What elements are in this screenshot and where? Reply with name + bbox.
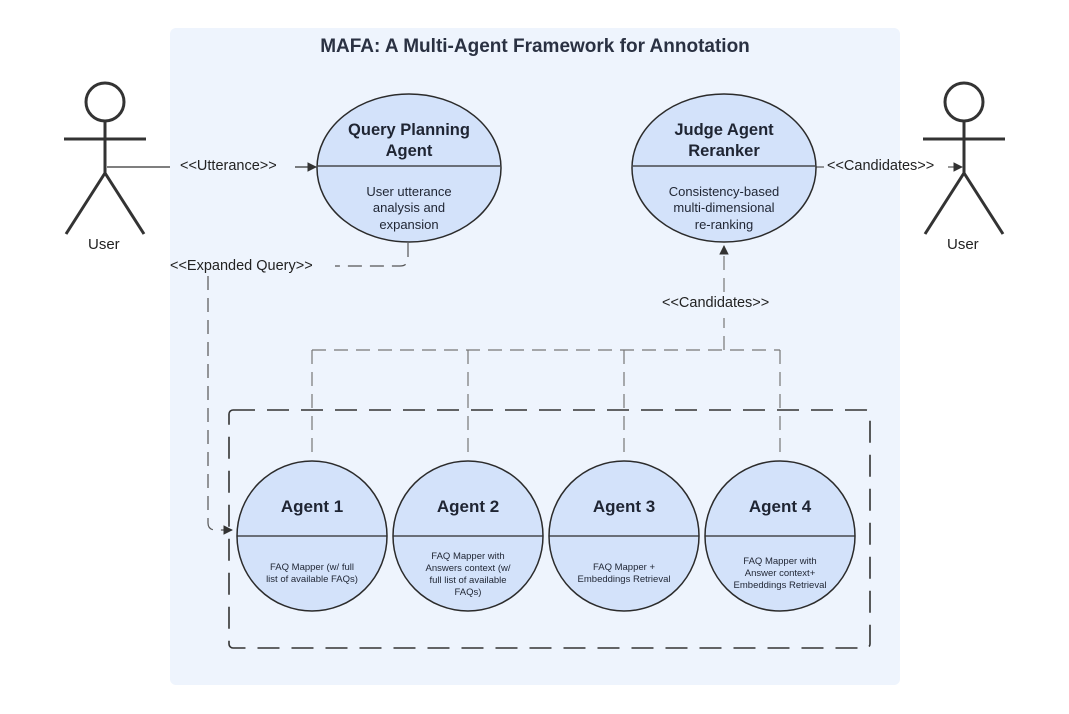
agent-1-circle — [236, 460, 388, 612]
expanded-query-label: <<Expanded Query>> — [170, 258, 313, 274]
candidates-input-edge — [311, 245, 781, 459]
query-planning-description: User utterance analysis and expansion — [366, 184, 452, 232]
agent-4-title: Agent 4 — [748, 497, 812, 516]
agent-1-title: Agent 1 — [280, 497, 344, 516]
left-user-label: User — [88, 236, 120, 253]
agent-3-circle — [548, 460, 700, 612]
expanded-query-edge — [207, 243, 409, 535]
judge-description: Consistency-based multi-dimensional re-r… — [668, 184, 780, 232]
agents-boundary — [228, 409, 871, 649]
judge-title: Judge Agent Reranker — [674, 121, 774, 160]
agent-2-description: FAQ Mapper with Answers context (w/ full… — [425, 551, 511, 598]
judge-agent-reranker-oval — [631, 93, 817, 243]
candidates-input-label: <<Candidates>> — [662, 295, 770, 311]
agent-2-circle — [392, 460, 544, 612]
right-user-actor-icon — [923, 81, 1005, 235]
right-user-label: User — [947, 236, 979, 253]
utterance-edge-label: <<Utterance>> — [180, 158, 277, 174]
query-planning-agent-oval — [316, 93, 502, 243]
query-planning-title: Query Planning Agent — [348, 121, 470, 160]
agent-4-circle — [704, 460, 856, 612]
diagram-title: MAFA: A Multi-Agent Framework for Annota… — [320, 36, 750, 57]
candidates-output-label: <<Candidates>> — [827, 158, 935, 174]
agent-4-description: FAQ Mapper with Answer context+ Embeddin… — [733, 556, 827, 591]
agent-3-title: Agent 3 — [592, 497, 656, 516]
agent-2-title: Agent 2 — [436, 497, 500, 516]
left-user-actor-icon — [64, 81, 146, 235]
agent-3-description: FAQ Mapper + Embeddings Retrieval — [577, 562, 671, 585]
agent-1-description: FAQ Mapper (w/ full list of available FA… — [266, 562, 358, 585]
